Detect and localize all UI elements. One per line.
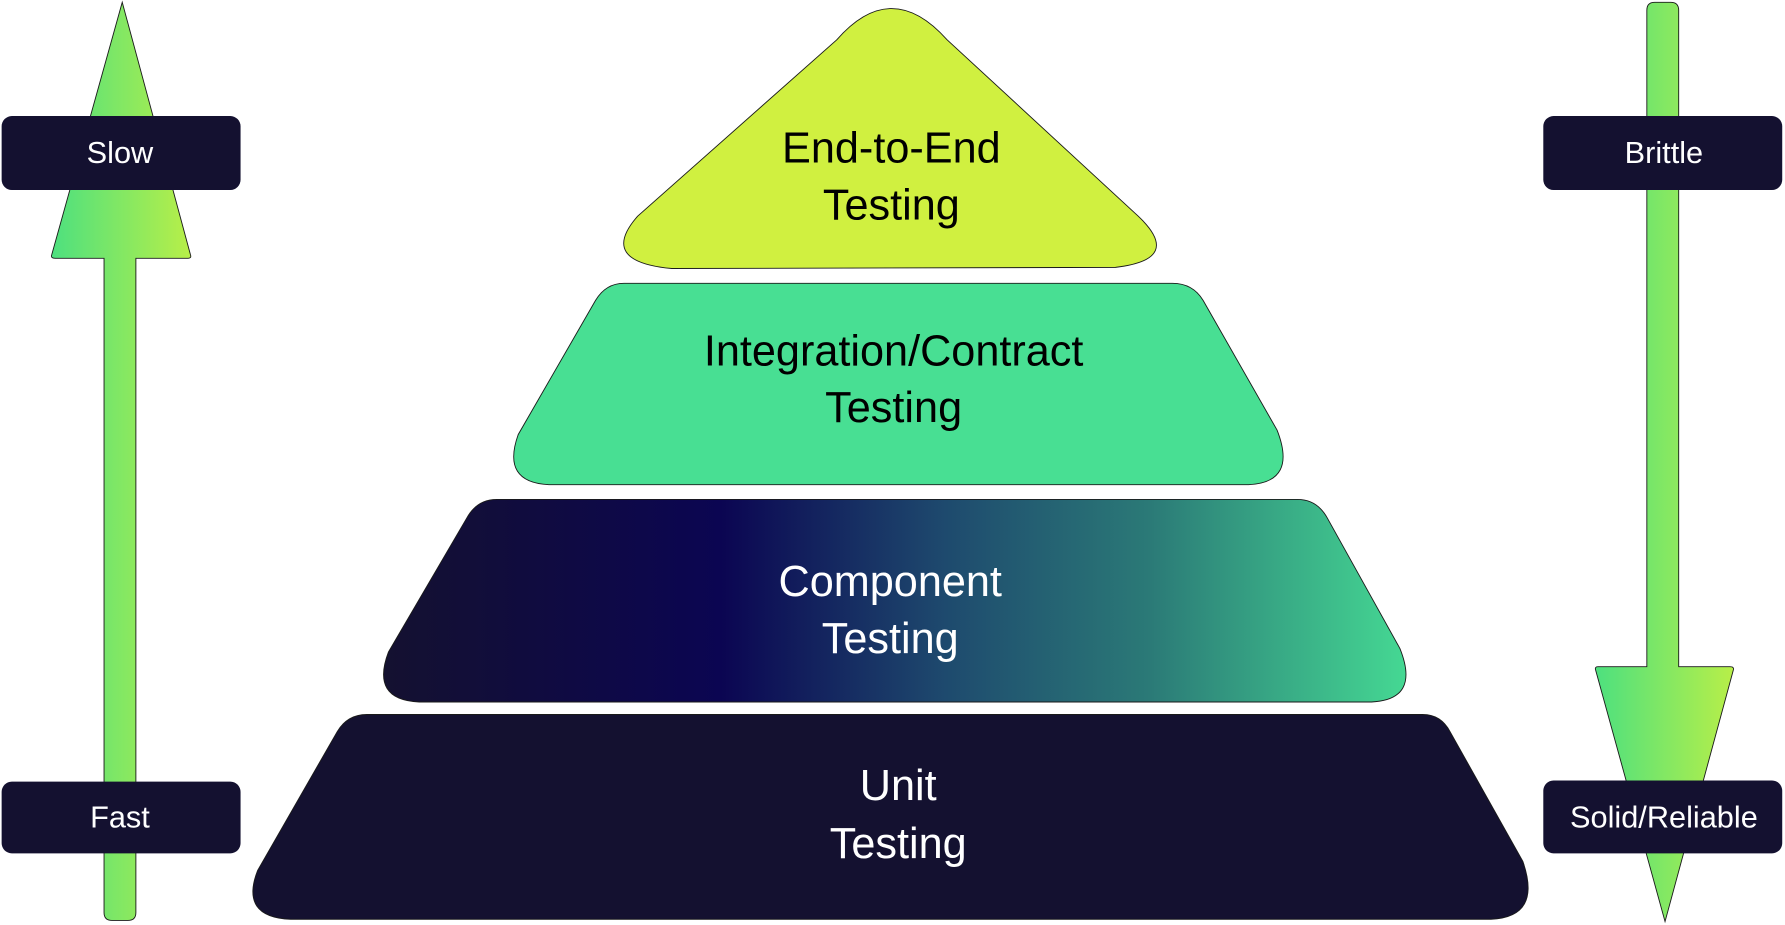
tier-unit: Unit Testing xyxy=(252,714,1529,920)
label-slow-text: Slow xyxy=(87,135,154,170)
label-solid-reliable: Solid/Reliable xyxy=(1543,780,1783,854)
tier-integration-line2: Testing xyxy=(825,384,962,432)
label-slow: Slow xyxy=(1,116,241,191)
tier-end-to-end-line2: Testing xyxy=(823,182,960,230)
tier-end-to-end: End-to-End Testing xyxy=(623,8,1157,269)
label-brittle: Brittle xyxy=(1543,116,1783,191)
tier-component-line1: Component xyxy=(778,558,1001,606)
label-solid-reliable-text: Solid/Reliable xyxy=(1570,799,1758,834)
label-fast-text: Fast xyxy=(90,799,150,834)
left-up-arrow xyxy=(51,0,192,921)
tier-component: Component Testing xyxy=(383,499,1407,703)
tier-integration-contract: Integration/Contract Testing xyxy=(513,282,1284,486)
label-brittle-text: Brittle xyxy=(1625,135,1703,170)
label-fast: Fast xyxy=(1,781,241,854)
tier-unit-line2: Testing xyxy=(830,820,967,868)
tier-component-line2: Testing xyxy=(822,615,959,663)
tier-integration-line1: Integration/Contract xyxy=(704,327,1084,375)
tier-end-to-end-line1: End-to-End xyxy=(782,125,1001,173)
tier-unit-line1: Unit xyxy=(860,762,937,810)
